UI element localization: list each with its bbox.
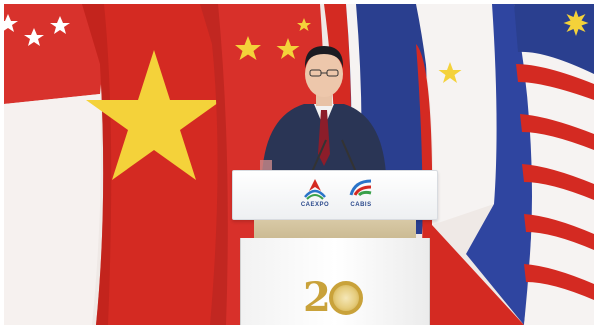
caexpo-logo-icon <box>304 179 326 200</box>
cabis-logo: CABIS <box>341 177 381 215</box>
malaysia-flag-icon <box>514 4 594 325</box>
cabis-logo-icon <box>349 179 372 197</box>
anniversary-emblem: 2 <box>303 276 373 320</box>
speaker-figure <box>260 46 386 174</box>
lectern-body: 2 <box>240 238 430 325</box>
philippines-flag-icon <box>416 4 536 325</box>
caexpo-logo: CAEXPO <box>295 177 335 215</box>
flag-backdrop <box>4 4 594 325</box>
cabis-logo-text: CABIS <box>350 202 372 208</box>
caexpo-logo-text: CAEXPO <box>300 202 330 208</box>
anniversary-ring-icon <box>328 281 363 315</box>
anniversary-number: 2 <box>303 274 331 321</box>
singapore-flag-icon <box>4 4 103 325</box>
lectern-top-panel: CAEXPO CABIS <box>232 170 438 220</box>
photo-frame: CAEXPO CABIS 2 <box>4 4 594 325</box>
lectern-neck <box>254 220 416 242</box>
vietnam-flag-icon <box>82 4 222 325</box>
